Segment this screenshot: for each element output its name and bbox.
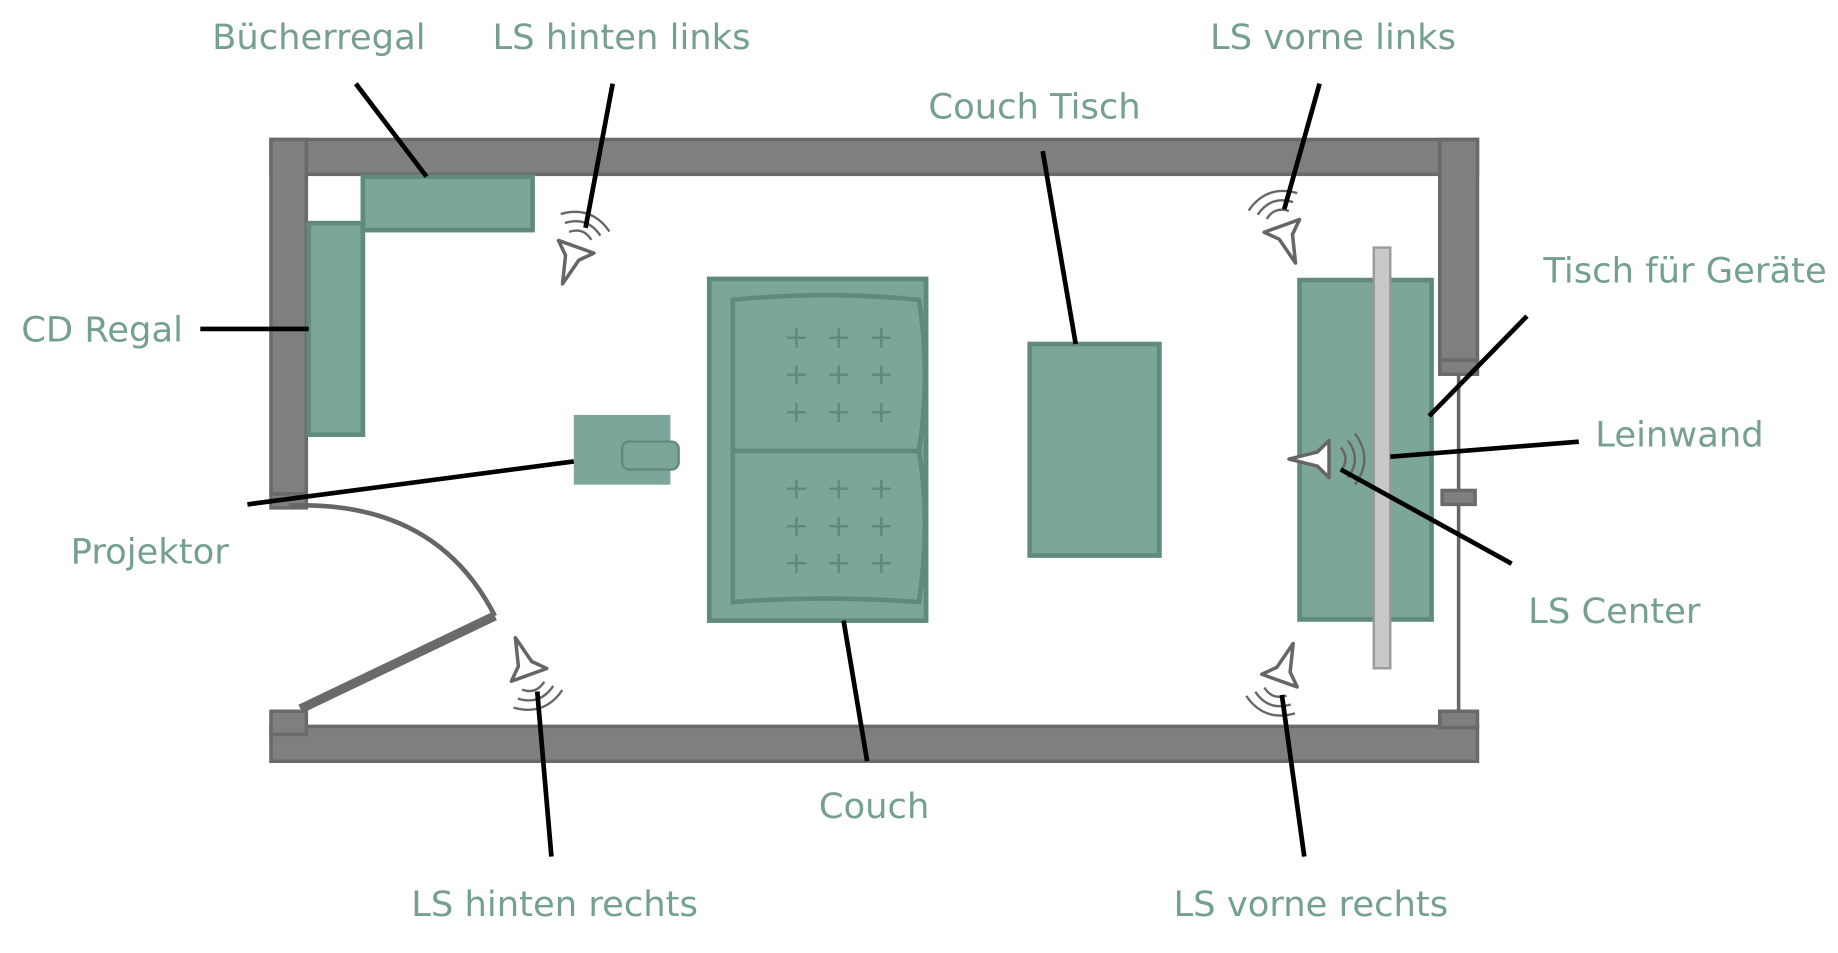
- tuft-mark: +: [784, 358, 810, 393]
- tuft-mark: +: [826, 395, 852, 430]
- projector-lens: [620, 440, 680, 471]
- speaker-front-right-icon: [1245, 641, 1299, 717]
- leader-lines: [200, 82, 1579, 857]
- tuft-mark: +: [868, 546, 894, 581]
- wall-right-jamb-bottom: [1437, 709, 1480, 730]
- label-couch: Couch: [819, 786, 930, 827]
- couch-cushion-top: [730, 292, 928, 454]
- tuft-mark: +: [868, 358, 894, 393]
- speaker-center-icon: [1287, 432, 1366, 486]
- projection-screen: [1372, 246, 1392, 670]
- tuft-mark: +: [784, 472, 810, 507]
- label-tisch-fuer-geraete: Tisch für Geräte: [1542, 251, 1826, 292]
- speaker-rear-right-icon: [509, 635, 564, 711]
- tuft-mark: +: [868, 395, 894, 430]
- tuft-mark: +: [784, 395, 810, 430]
- label-ls-center: LS Center: [1528, 591, 1701, 632]
- wall-left-stub: [269, 709, 309, 737]
- tuft-mark: +: [826, 509, 852, 544]
- tuft-mark: +: [826, 358, 852, 393]
- wall-left-upper: [269, 137, 309, 496]
- label-couch-tisch: Couch Tisch: [928, 87, 1140, 128]
- couch-cushion-bottom: [730, 448, 928, 605]
- tuft-mark: +: [868, 472, 894, 507]
- coffee-table: [1027, 341, 1162, 558]
- tuft-mark: +: [784, 509, 810, 544]
- door-swing-arc: [288, 502, 497, 618]
- label-ls-hinten-links: LS hinten links: [492, 17, 750, 58]
- label-ls-vorne-links: LS vorne links: [1210, 17, 1456, 58]
- label-leinwand: Leinwand: [1595, 415, 1763, 456]
- tuft-mark: +: [826, 546, 852, 581]
- speaker-front-left-icon: [1247, 189, 1302, 265]
- tuft-mark: +: [784, 321, 810, 356]
- label-buecherregal: Bücherregal: [212, 17, 425, 58]
- label-cd-regal: CD Regal: [21, 310, 183, 351]
- tuft-mark: +: [826, 472, 852, 507]
- couch-tufting: ++++++++++++++++++: [784, 321, 894, 581]
- speaker-rear-left-icon: [556, 210, 611, 286]
- label-ls-vorne-rechts: LS vorne rechts: [1173, 884, 1448, 925]
- projector: [573, 414, 680, 485]
- label-ls-hinten-rechts: LS hinten rechts: [411, 884, 698, 925]
- tuft-mark: +: [868, 321, 894, 356]
- tuft-mark: +: [868, 509, 894, 544]
- walls: [269, 137, 1480, 763]
- cd-shelf: [306, 220, 366, 437]
- window-mullion: [1440, 488, 1477, 507]
- label-projektor: Projektor: [71, 532, 230, 573]
- tuft-mark: +: [826, 321, 852, 356]
- wall-right-upper: [1437, 137, 1480, 363]
- wall-bottom: [269, 724, 1480, 763]
- bookshelf: [360, 174, 535, 233]
- couch: ++++++++++++++++++: [706, 276, 929, 623]
- door-leaf: [298, 611, 497, 714]
- tuft-mark: +: [784, 546, 810, 581]
